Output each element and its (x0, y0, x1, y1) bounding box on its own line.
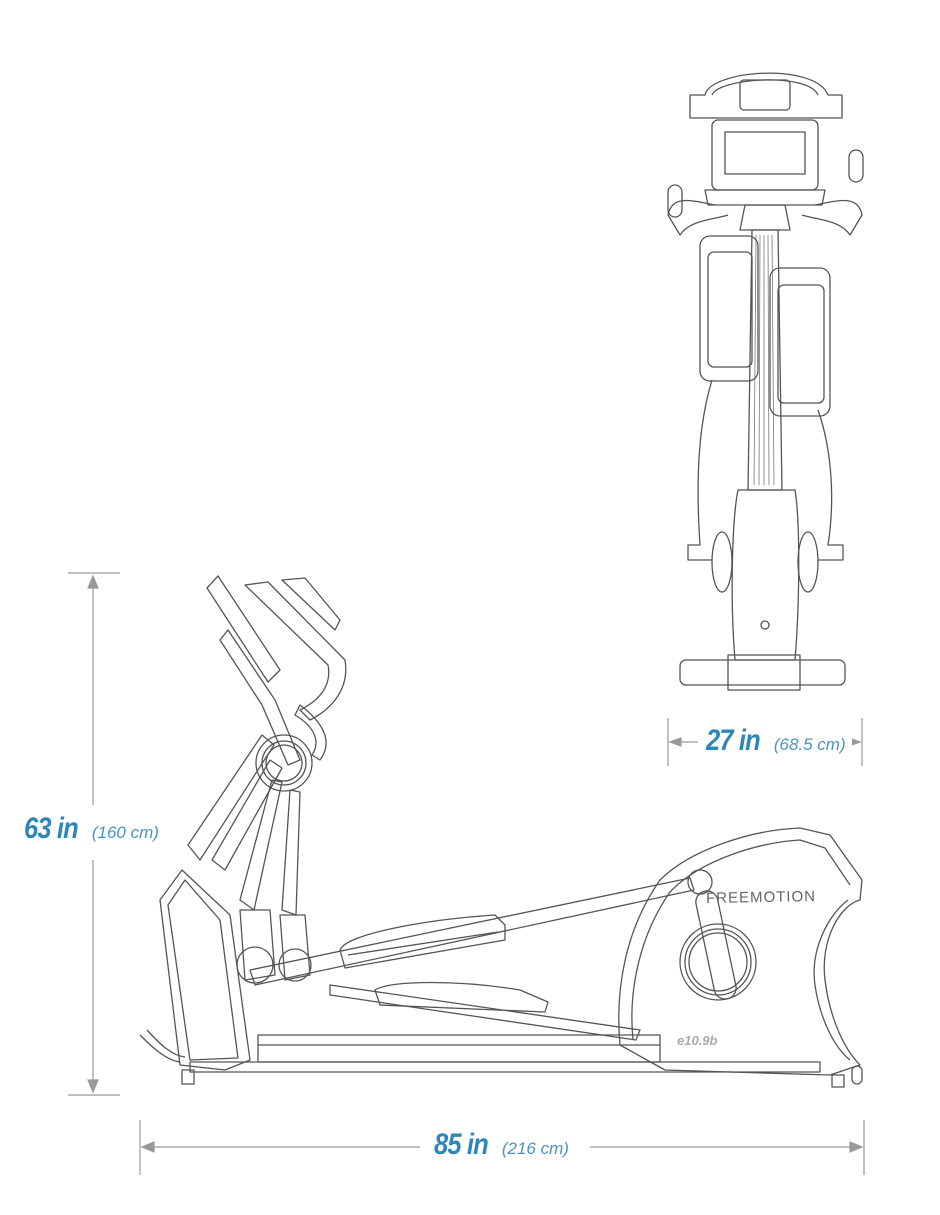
length-dimension-label: 85 in (216 cm) (428, 1128, 575, 1162)
length-dimension-line (139, 1120, 865, 1175)
top-view (667, 72, 864, 691)
width-dimension-line (667, 718, 863, 766)
length-value: 85 in (434, 1128, 489, 1161)
width-value: 27 in (706, 724, 761, 757)
height-metric: (160 cm) (91, 823, 159, 842)
brand-logo: FREEMOTION (705, 888, 817, 907)
width-dimension-label: 27 in (68.5 cm) (700, 724, 852, 758)
height-dimension-line (68, 572, 120, 1096)
side-view (139, 575, 863, 1088)
length-metric: (216 cm) (501, 1139, 569, 1158)
height-dimension-label: 63 in (160 cm) (18, 812, 165, 846)
width-metric: (68.5 cm) (773, 735, 846, 754)
height-value: 63 in (24, 812, 79, 845)
model-label: e10.9b (677, 1033, 718, 1048)
